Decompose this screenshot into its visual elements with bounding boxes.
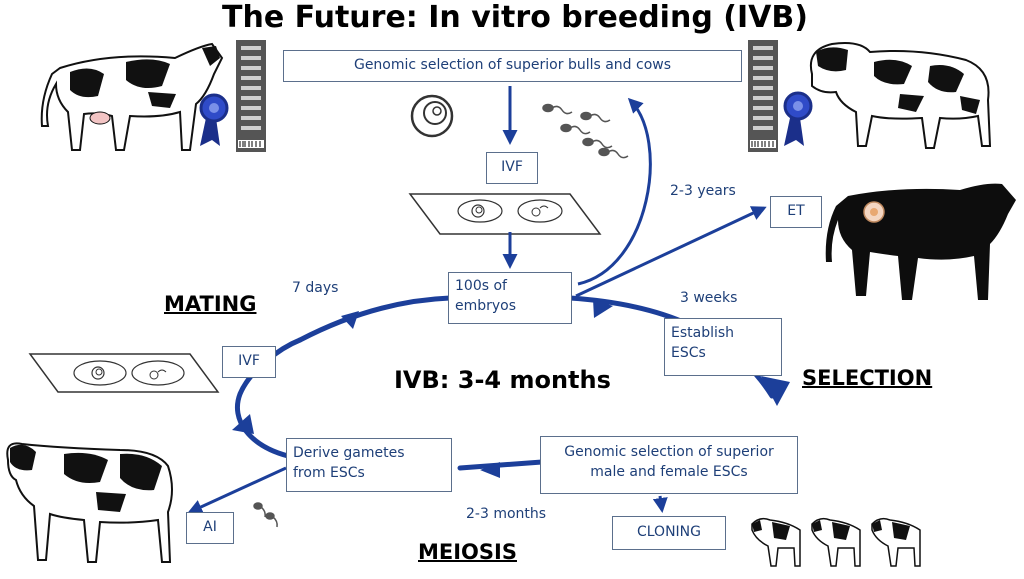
two-three-years-label: 2-3 years — [670, 183, 736, 199]
derive-line-1: Derive gametes — [293, 445, 405, 461]
ivf-left-box: IVF — [222, 346, 276, 378]
seven-days-label: 7 days — [292, 280, 339, 296]
cloning-text: CLONING — [636, 524, 702, 540]
three-weeks-label: 3 weeks — [680, 290, 738, 306]
black-recipient-cow-icon — [825, 183, 1016, 300]
award-ribbon-left-icon — [199, 93, 229, 146]
embryos-line-2: embryos — [455, 298, 517, 314]
connector-arrows — [187, 86, 767, 514]
et-box: ET — [770, 196, 822, 228]
center-duration-label: IVB: 3-4 months — [394, 366, 611, 394]
sperm-cells-icon — [542, 103, 629, 159]
holstein-cow-bottom-left-icon — [6, 442, 173, 563]
data-server-right-icon — [748, 40, 778, 152]
holstein-bull-top-right-icon — [810, 42, 992, 149]
embryos-box: 100s of embryos — [448, 272, 572, 324]
et-text: ET — [787, 203, 805, 219]
ai-box: AI — [186, 512, 234, 544]
page-title: The Future: In vitro breeding (IVB) — [222, 0, 808, 35]
embryos-line-1: 100s of — [455, 278, 507, 294]
establish-escs-box: Establish ESCs — [664, 318, 782, 376]
ivf-left-text: IVF — [238, 353, 260, 369]
ai-text: AI — [203, 519, 217, 535]
derive-line-2: from ESCs — [293, 465, 365, 481]
establish-line-2: ESCs — [671, 345, 706, 361]
ivf-top-text: IVF — [501, 159, 523, 175]
meiosis-label: MEIOSIS — [418, 540, 517, 564]
genomic-selection-header-box: Genomic selection of superior bulls and … — [283, 50, 742, 82]
cloned-calf-icon — [871, 517, 921, 567]
cycle-arrowheads — [232, 299, 790, 478]
award-ribbon-right-icon — [783, 91, 813, 146]
oocyte-icon — [410, 94, 454, 138]
genomic-selection-escs-box: Genomic selection of superior male and f… — [540, 436, 798, 494]
mating-label: MATING — [164, 292, 257, 316]
selection-label: SELECTION — [802, 366, 933, 390]
holstein-cow-top-left-icon — [40, 42, 224, 151]
genomic-escs-line-1: Genomic selection of superior — [564, 444, 774, 460]
petri-dish-left-icon — [28, 353, 220, 393]
header-box-text: Genomic selection of superior bulls and … — [353, 57, 672, 73]
derive-gametes-box: Derive gametes from ESCs — [286, 438, 452, 492]
petri-dish-top-icon — [408, 193, 602, 235]
ai-sperm-icon — [253, 502, 278, 528]
cloning-box: CLONING — [612, 516, 726, 550]
two-three-months-label: 2-3 months — [466, 506, 547, 522]
cloned-calf-icon — [811, 517, 861, 567]
ivf-top-box: IVF — [486, 152, 538, 184]
cloned-calf-icon — [751, 517, 801, 567]
data-server-left-icon — [236, 40, 266, 152]
establish-line-1: Establish — [671, 325, 735, 341]
genomic-escs-line-2: male and female ESCs — [590, 464, 748, 480]
